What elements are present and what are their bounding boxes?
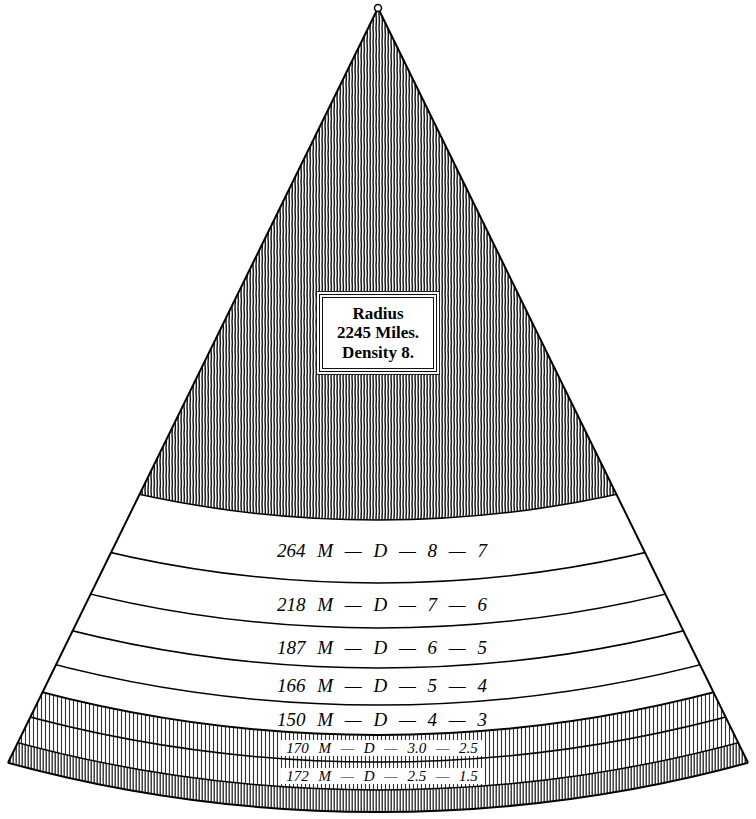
layer-text: 150 M — D — 4 — 3 [277, 709, 487, 731]
crust-band: 172 M — D — 2.5 — 1.5 [281, 768, 483, 785]
layer-band: 218 M — D — 7 — 6 [277, 594, 487, 616]
crust-band: 170 M — D — 3.0 — 2.5 [281, 740, 483, 757]
layer-band: 166 M — D — 5 — 4 [277, 675, 487, 697]
apex-point [375, 5, 382, 12]
layer-text: 218 M — D — 7 — 6 [277, 594, 487, 616]
sector-edge [0, 8, 756, 819]
layer-band: 187 M — D — 6 — 5 [277, 637, 487, 659]
label-box: Radius 2245 Miles. Density 8. [319, 294, 437, 373]
label-text: Radius 2245 Miles. Density 8. [335, 304, 421, 363]
layer-text: 170 M — D — 3.0 — 2.5 [281, 740, 483, 757]
layer-text: 187 M — D — 6 — 5 [277, 637, 487, 659]
layer-text: 264 M — D — 8 — 7 [277, 540, 487, 562]
layer-band: 264 M — D — 8 — 7 [277, 540, 487, 562]
layer-text: 172 M — D — 2.5 — 1.5 [281, 768, 483, 785]
layer-text: 166 M — D — 5 — 4 [277, 675, 487, 697]
layer-band: 150 M — D — 4 — 3 [277, 709, 487, 731]
